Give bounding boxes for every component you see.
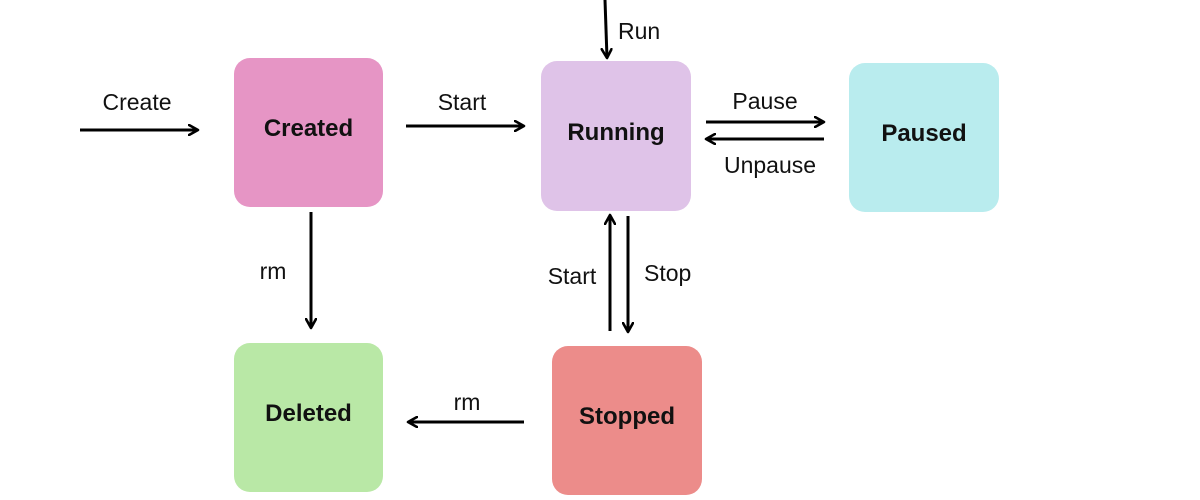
transition-start-stopped-label: Start: [548, 263, 597, 289]
state-deleted-label: Deleted: [265, 400, 352, 427]
transition-start-stopped: Start: [548, 215, 610, 331]
transition-rm-stopped: rm: [408, 389, 524, 422]
state-running: Running: [541, 61, 691, 211]
transition-unpause: Unpause: [706, 139, 824, 178]
transition-run-label: Run: [618, 18, 660, 44]
state-created-label: Created: [264, 115, 353, 142]
transition-run-arrow: [605, 0, 607, 58]
transition-start-label: Start: [438, 89, 487, 115]
transition-rm-stopped-label: rm: [454, 389, 481, 415]
transition-create: Create: [80, 89, 198, 130]
transition-stop: Stop: [628, 216, 691, 332]
transition-pause: Pause: [706, 88, 824, 122]
state-stopped-box: [552, 346, 702, 495]
transition-unpause-label: Unpause: [724, 152, 816, 178]
transition-create-label: Create: [102, 89, 171, 115]
state-paused-label: Paused: [881, 120, 966, 147]
transition-run: Run: [605, 0, 660, 58]
state-running-label: Running: [567, 119, 664, 146]
state-stopped-label: Stopped: [579, 403, 675, 430]
state-paused-box: [849, 63, 999, 212]
state-created: Created: [234, 58, 383, 207]
transition-rm-created-label: rm: [260, 258, 287, 284]
state-paused: Paused: [849, 63, 999, 212]
state-created-box: [234, 58, 383, 207]
state-running-box: [541, 61, 691, 211]
state-stopped: Stopped: [552, 346, 702, 495]
transition-stop-label: Stop: [644, 260, 691, 286]
state-deleted-box: [234, 343, 383, 492]
state-deleted: Deleted: [234, 343, 383, 492]
transition-rm-created: rm: [260, 212, 311, 328]
transition-pause-label: Pause: [732, 88, 797, 114]
transition-start: Start: [406, 89, 524, 126]
